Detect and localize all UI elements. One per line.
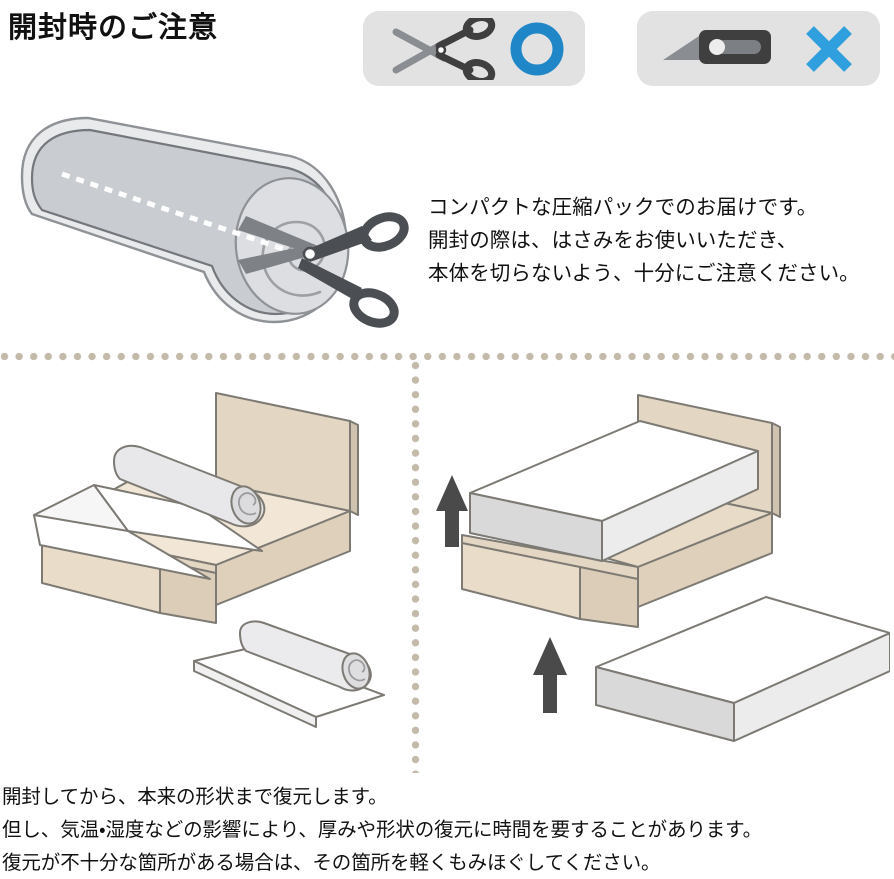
bed-unrolling-illustration (10, 365, 410, 765)
badge-scissors-allowed (363, 11, 585, 86)
badge-cutter-prohibited (637, 11, 880, 86)
footer-line-3: 復元が不十分な箇所がある場合は、その箇所を軽くもみほぐしてください。 (2, 852, 661, 874)
intro-line-3: 本体を切らないよう、十分にご注意ください。 (428, 263, 860, 286)
cross-ng-icon (806, 25, 852, 72)
bed-frame-skirt-right (579, 566, 639, 628)
bed-headboard-edge (771, 422, 781, 518)
mattress-roll-spiral (238, 492, 257, 516)
divider-horizontal-dotted (0, 352, 894, 361)
footer-line-2: 但し、気温・湿度などの影響により、厚みや形状の復元に時間を要することがあります。 (2, 819, 763, 841)
restored-mattress-front-right (601, 450, 759, 562)
compressed-roll-package-illustration (2, 96, 422, 346)
intro-paragraph: コンパクトな圧縮パックでのお届けです。 開封の際は、はさみをお使いいただき、 本… (428, 192, 892, 292)
mattress-flat-lower (33, 514, 211, 580)
arrow-up-top (436, 475, 468, 547)
scissors-icon (392, 17, 496, 80)
footer-line-1: 開封してから、本来の形状まで復元します。 (2, 787, 388, 808)
mattress-roll-on-bed (113, 444, 266, 528)
floor-mattress-edge (193, 660, 317, 728)
mattress-unrolling-on-floor (193, 620, 385, 728)
cut-line-dashed (61, 171, 299, 257)
page-title: 開封時のご注意 (8, 10, 219, 44)
divider-vertical-dotted (411, 361, 420, 773)
bed-restored-illustration (424, 365, 891, 765)
bed-headboard-edge (349, 420, 359, 516)
arrow-up-bottom (533, 637, 567, 713)
floor-mattress-spiral (348, 659, 366, 682)
footer-paragraph: 開封してから、本来の形状まで復元します。 但し、気温・湿度などの影響により、厚み… (2, 782, 892, 879)
intro-line-2: 開封の際は、はさみをお使いいただき、 (428, 230, 798, 253)
intro-line-1: コンパクトな圧縮パックでのお届けです。 (428, 197, 818, 219)
scissors-cutting-icon (238, 212, 409, 328)
box-cutter-icon (663, 29, 771, 64)
expansion-arrows (436, 475, 567, 713)
circle-ok-icon (510, 22, 564, 75)
